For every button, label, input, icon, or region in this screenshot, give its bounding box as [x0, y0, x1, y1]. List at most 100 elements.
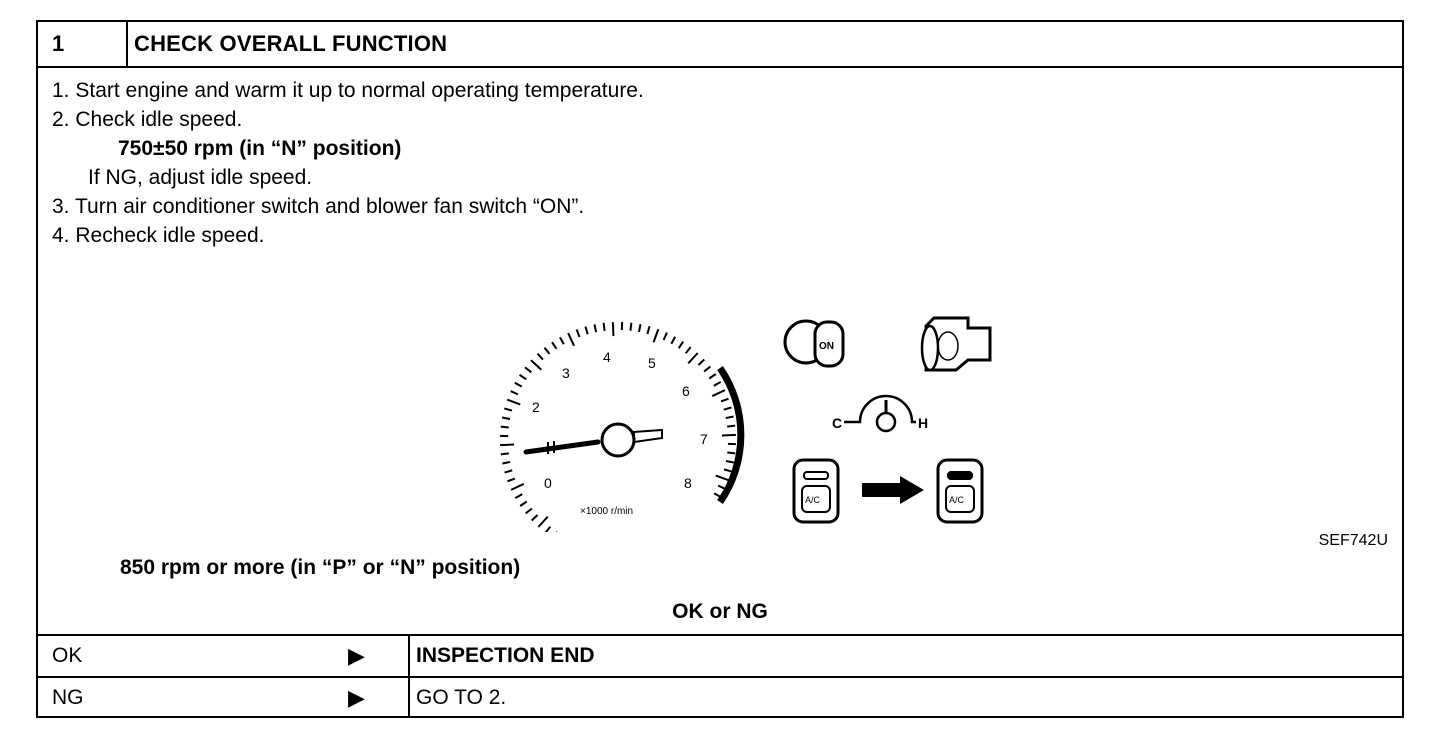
tach-tick	[500, 425, 509, 429]
tach-tick	[677, 341, 684, 349]
tach-tick	[502, 460, 511, 465]
procedure-table: 1 CHECK OVERALL FUNCTION 1. Start engine…	[36, 20, 1404, 718]
step-title: CHECK OVERALL FUNCTION	[134, 31, 448, 56]
tach-tick	[584, 326, 589, 335]
ac-label: A/C	[949, 495, 965, 505]
key-on-label: ON	[819, 341, 834, 352]
tach-number: 4	[603, 349, 611, 365]
tach-tick	[611, 322, 615, 337]
triangle-right-icon: ▶	[348, 643, 365, 668]
tach-tick	[501, 416, 511, 420]
tach-tick	[638, 323, 642, 333]
tach-tick	[687, 352, 699, 364]
result-action: INSPECTION END	[416, 644, 595, 667]
step-number: 1	[38, 22, 128, 66]
instruction-note: If NG, adjust idle speed.	[88, 166, 313, 189]
tach-tick	[575, 329, 581, 338]
tach-number: 7	[700, 431, 708, 447]
tach-tick	[536, 353, 544, 361]
tach-tick	[727, 451, 736, 455]
instruction-step: 2. Check idle speed.	[52, 108, 243, 131]
tach-tick	[662, 332, 668, 341]
tach-tick	[708, 373, 717, 380]
result-divider	[408, 678, 410, 718]
tach-tick	[715, 474, 730, 482]
ignition-key-icon: ON	[783, 319, 845, 368]
ac-switch-off-icon: A/C	[792, 458, 840, 524]
tach-tick	[593, 324, 598, 333]
tach-tick	[670, 336, 677, 345]
tach-tick	[727, 424, 736, 428]
result-condition: NG	[52, 686, 84, 709]
figure-code: SEF742U	[1318, 532, 1388, 549]
ac-label: A/C	[805, 495, 821, 505]
ac-switch-on-icon: A/C	[936, 458, 984, 524]
tach-tick	[507, 477, 516, 483]
tach-unit: ×1000 r/min	[580, 506, 633, 517]
tach-number: 0	[544, 475, 552, 491]
triangle-right-icon: ▶	[348, 685, 365, 710]
result-divider	[408, 636, 410, 676]
tach-tick	[725, 415, 734, 420]
tach-tick	[504, 407, 513, 412]
result-row-ok: OK ▶ INSPECTION END	[38, 634, 1402, 676]
tach-tick	[697, 358, 705, 366]
recheck-spec: 850 rpm or more (in “P” or “N” position)	[120, 556, 521, 579]
tach-tick	[711, 389, 726, 397]
tach-tick	[519, 374, 527, 381]
temp-cold-label: C	[832, 415, 842, 431]
tach-tick	[524, 366, 532, 374]
tach-number: 2	[532, 399, 540, 415]
engine-icon	[920, 316, 992, 372]
tach-tick	[531, 514, 539, 522]
tach-number: 3	[562, 365, 570, 381]
decision-label: OK or NG	[672, 600, 768, 623]
tach-tick	[629, 322, 633, 331]
tach-tick	[514, 381, 523, 388]
tach-tick	[544, 526, 552, 532]
tach-tick	[703, 365, 711, 373]
tach-tick	[500, 452, 509, 456]
tach-tick	[551, 341, 558, 350]
tach-tick	[506, 398, 521, 406]
temp-hot-label: H	[918, 415, 928, 431]
tach-tick	[510, 390, 519, 396]
idle-speed-spec: 750±50 rpm (in “N” position)	[118, 137, 402, 160]
tach-tick	[510, 483, 525, 491]
instruction-step: 3. Turn air conditioner switch and blowe…	[52, 195, 585, 218]
tach-tick	[652, 328, 660, 343]
tach-tick	[723, 468, 732, 473]
inspection-figure: 0 2 3 4 5 6 7 8 ×1000 r/min ON	[500, 316, 992, 532]
tach-tick	[721, 433, 736, 437]
tach-tick	[500, 443, 515, 447]
tach-tick	[725, 460, 735, 464]
instruction-list: 1. Start engine and warm it up to normal…	[52, 76, 644, 250]
arrow-right-icon	[862, 476, 924, 504]
tach-tick	[559, 336, 565, 345]
result-condition: OK	[52, 644, 83, 667]
tachometer-icon: 0 2 3 4 5 6 7 8 ×1000 r/min	[500, 322, 745, 532]
tach-tick	[713, 381, 722, 387]
tach-tick	[525, 507, 533, 515]
tach-tick	[717, 484, 726, 490]
instruction-step: 4. Recheck idle speed.	[52, 224, 265, 247]
tach-tick	[504, 469, 513, 474]
tach-tick	[530, 359, 542, 371]
result-row-ng: NG ▶ GO TO 2.	[38, 676, 1402, 718]
tach-number: 8	[684, 475, 692, 491]
temperature-gauge-icon: C H	[832, 394, 928, 433]
tach-number: 5	[648, 355, 656, 371]
tach-tick	[543, 347, 551, 355]
procedure-header: 1 CHECK OVERALL FUNCTION	[38, 22, 1402, 68]
tach-tick	[514, 493, 523, 499]
tach-tick	[537, 516, 549, 528]
tach-tick	[519, 500, 528, 507]
tach-tick	[602, 322, 606, 331]
instruction-step: 1. Start engine and warm it up to normal…	[52, 79, 644, 102]
result-action: GO TO 2.	[416, 686, 507, 709]
tach-tick	[567, 332, 575, 347]
tach-tick	[723, 406, 732, 411]
tach-tick	[720, 397, 729, 403]
tach-number: 6	[682, 383, 690, 399]
tach-tick	[684, 346, 692, 354]
